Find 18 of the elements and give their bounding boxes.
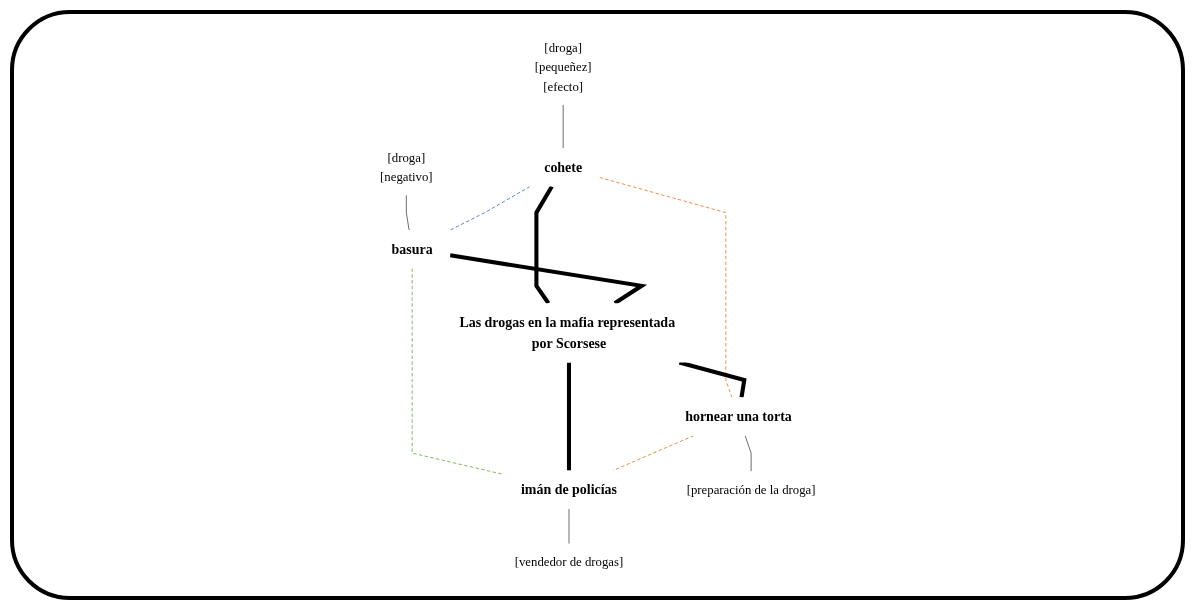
node-text: [droga] [pequeñez] [efecto] [534, 40, 592, 94]
node-text: [vendedor de drogas] [514, 554, 623, 570]
node-text: imán de policías [520, 482, 617, 498]
node-text: [droga] [negativo] [379, 150, 433, 185]
node-text: [preparación de la droga] [686, 482, 816, 497]
connector [534, 185, 554, 305]
node-text: basura [391, 241, 433, 257]
connector [449, 186, 531, 231]
connector [449, 253, 647, 305]
node-text: Las drogas en la mafia representada por Scorsese [459, 314, 675, 351]
node-text: cohete [543, 159, 582, 175]
node-text: hornear una torta [684, 408, 792, 425]
connector [566, 362, 571, 471]
connector [678, 360, 747, 398]
rounded-frame: [droga] [pequeñez] [efecto] cohete [droga] [negativo] basura Las drogas en la mafia representada por Scorsese hornear una torta imán de policías [preparación de la droga] [vendedor de drogas] [10, 10, 1185, 600]
connector [411, 267, 504, 475]
connector [612, 435, 694, 471]
connector [598, 177, 732, 398]
